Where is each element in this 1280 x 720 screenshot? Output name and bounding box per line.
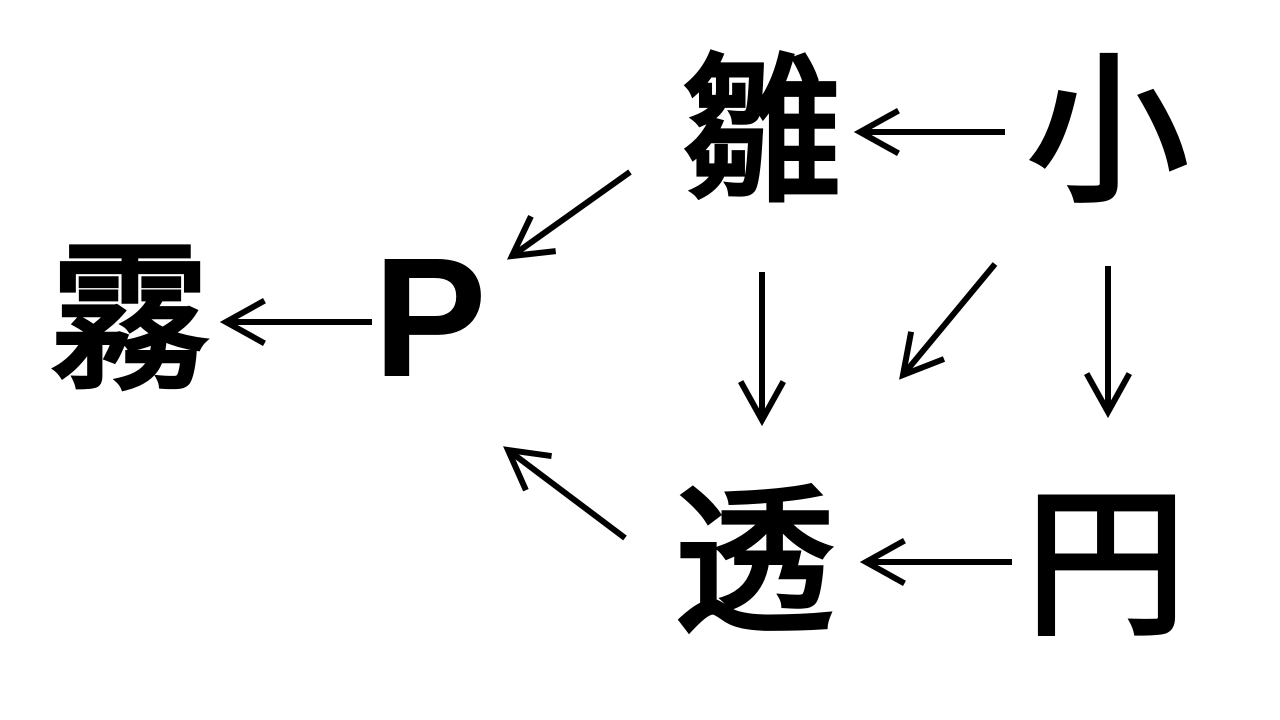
node-en: 円 bbox=[1026, 472, 1186, 659]
arrowhead-hina-tou bbox=[738, 380, 786, 427]
arrowhead-shou-en bbox=[1084, 372, 1132, 419]
arrowhead-hina-p bbox=[506, 215, 557, 260]
node-p: P bbox=[373, 223, 486, 413]
arrowhead-en-tou bbox=[859, 538, 906, 586]
arrowhead-tou-p bbox=[503, 446, 552, 492]
arrows-group bbox=[219, 108, 1132, 586]
arrowhead-p-kiri bbox=[219, 298, 266, 346]
node-kiri: 霧 bbox=[50, 227, 210, 414]
arrow-hina-p bbox=[510, 169, 632, 259]
arrowhead-shou-hina bbox=[853, 108, 900, 156]
arrow-shou-tou bbox=[900, 262, 998, 377]
node-shou: 小 bbox=[1028, 39, 1188, 226]
arrowhead-shou-tou bbox=[899, 331, 946, 380]
node-tou: 透 bbox=[674, 469, 835, 656]
arrow-tou-p bbox=[506, 447, 627, 541]
node-hina: 雛 bbox=[682, 39, 842, 226]
